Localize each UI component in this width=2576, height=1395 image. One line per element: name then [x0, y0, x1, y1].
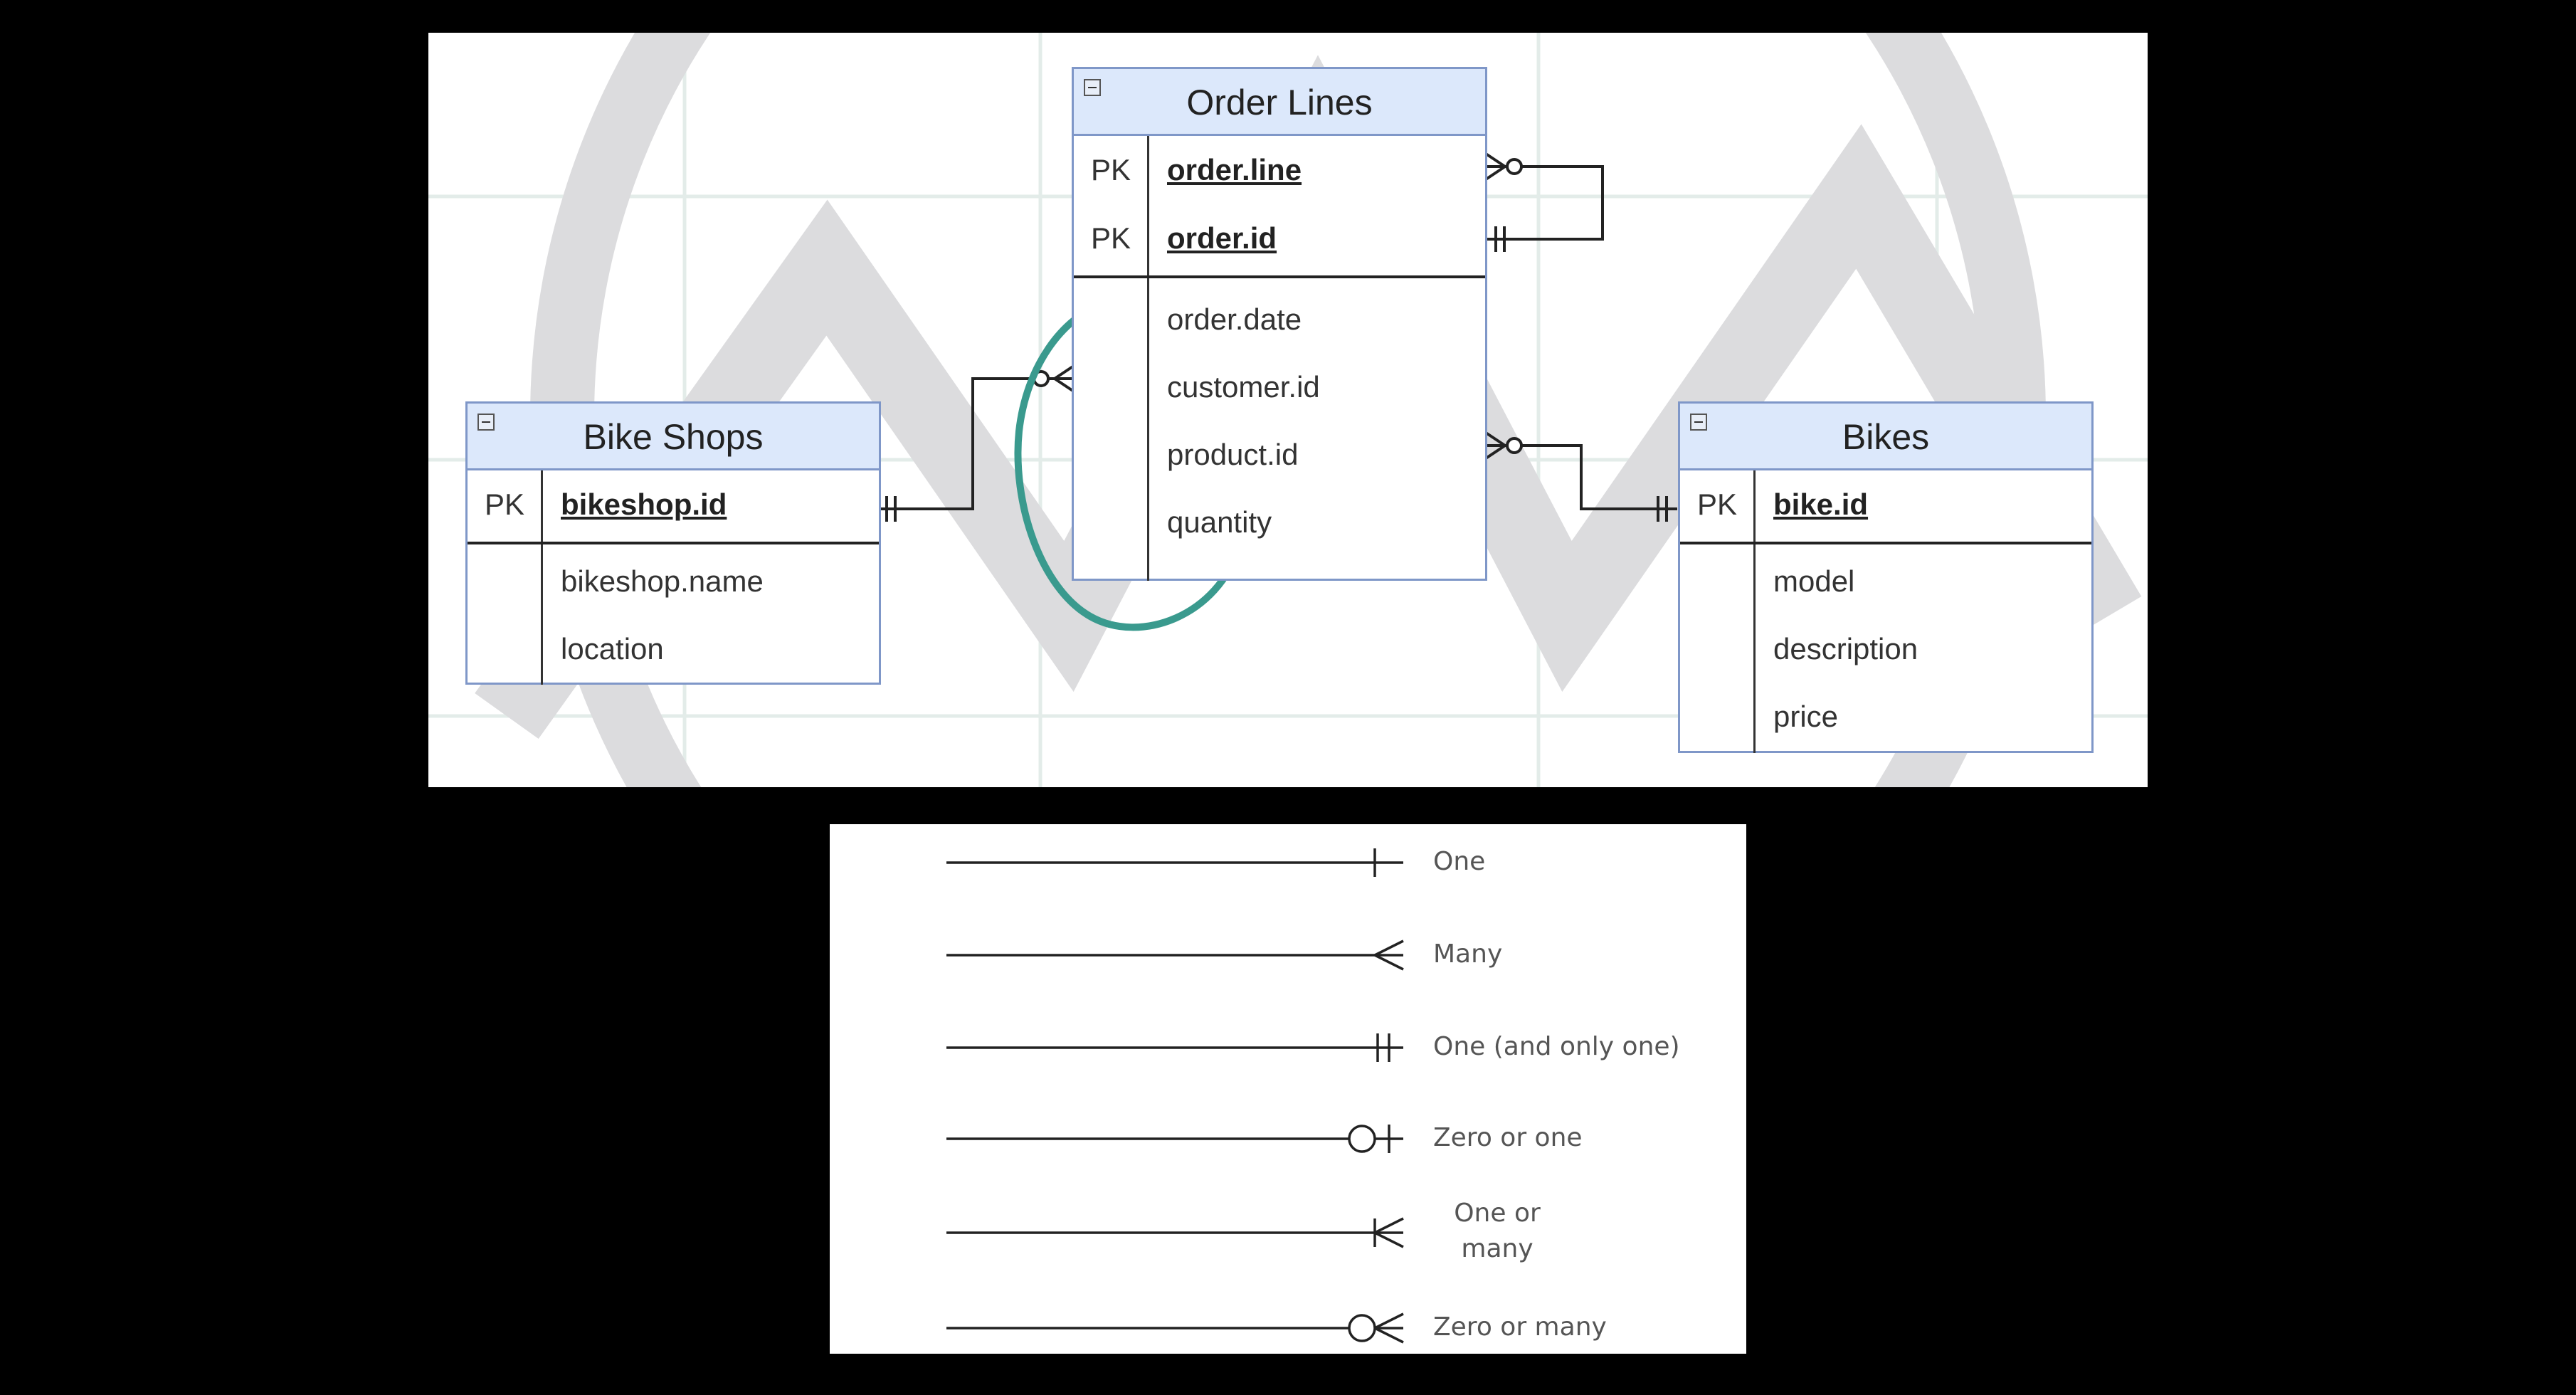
pk-label: PK	[1090, 153, 1131, 186]
legend-symbols	[946, 848, 1404, 1344]
pk-label: PK	[484, 488, 525, 521]
entity-bikes[interactable]: Bikes PK bike.id model description price	[1678, 401, 2094, 753]
er-diagram-canvas: Order Lines PK order.line PK order.id or…	[428, 33, 2148, 787]
attribute-field[interactable]: description	[1773, 632, 1918, 665]
legend-label-one-and-only-one: One (and only one)	[1433, 1032, 1680, 1061]
collapse-icon[interactable]	[1084, 79, 1101, 96]
entity-bike-shops[interactable]: Bike Shops PK bikeshop.id bikeshop.name …	[465, 401, 881, 685]
pk-field[interactable]: order.id	[1167, 221, 1277, 255]
entity-header: Bikes	[1680, 404, 2091, 470]
attribute-field[interactable]: location	[561, 632, 664, 665]
pk-field[interactable]: bike.id	[1773, 488, 1869, 521]
attribute-field[interactable]: quantity	[1167, 505, 1272, 539]
entity-title: Bike Shops	[583, 417, 764, 457]
pk-label: PK	[1090, 221, 1131, 255]
attribute-field[interactable]: product.id	[1167, 438, 1299, 471]
entity-order-lines[interactable]: Order Lines PK order.line PK order.id or…	[1072, 67, 1487, 581]
entity-title: Order Lines	[1186, 83, 1373, 122]
attribute-field[interactable]: customer.id	[1167, 370, 1320, 404]
pk-field[interactable]: bikeshop.id	[561, 488, 727, 521]
entity-title: Bikes	[1842, 417, 1930, 457]
relationship-orderline-orderid	[1485, 165, 1604, 241]
pk-label: PK	[1696, 488, 1738, 521]
attribute-field[interactable]: price	[1773, 700, 1839, 733]
legend-label-one-or-many: One or many	[1454, 1199, 1541, 1263]
attribute-field[interactable]: order.date	[1167, 302, 1302, 336]
collapse-icon[interactable]	[1690, 414, 1707, 431]
legend-label-many: Many	[1433, 939, 1503, 969]
legend-label-one: One	[1433, 847, 1486, 876]
entity-header: Order Lines	[1074, 69, 1485, 136]
attribute-field[interactable]: bikeshop.name	[561, 564, 764, 598]
pk-field[interactable]: order.line	[1167, 153, 1302, 186]
relationship-bikes-orderlines	[1485, 444, 1677, 510]
cardinality-legend: One Many One (and only one) Zero or one …	[830, 824, 1746, 1354]
entity-header: Bike Shops	[468, 404, 879, 470]
legend-label-zero-or-one: Zero or one	[1433, 1123, 1583, 1152]
legend-label-zero-or-many: Zero or many	[1433, 1312, 1607, 1342]
collapse-icon[interactable]	[477, 414, 495, 431]
attribute-field[interactable]: model	[1773, 564, 1855, 598]
relationship-bikeshop-orderlines	[878, 377, 1074, 510]
